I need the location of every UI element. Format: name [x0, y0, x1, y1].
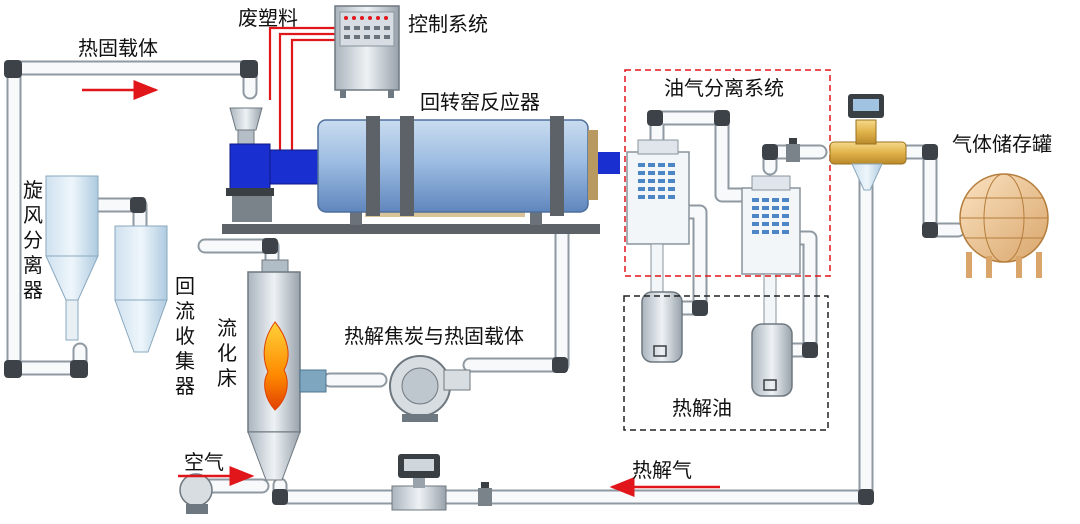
label-waste-plastic: 废塑料	[238, 6, 298, 30]
air-blower	[179, 473, 213, 514]
label-fluidized-bed: 流化床	[217, 316, 237, 390]
control-wires	[268, 26, 335, 150]
pyrolysis-oil-box	[623, 295, 829, 431]
label-pyrolysis-oil: 热解油	[672, 396, 732, 420]
label-heat-carrier: 热固载体	[78, 36, 158, 60]
rotary-kiln	[222, 107, 620, 234]
fluidized-bed	[247, 259, 327, 481]
flame-icon	[263, 321, 289, 411]
gas-storage-tank	[959, 173, 1049, 278]
gas-meter	[829, 94, 907, 191]
label-rotary-kiln: 回转窑反应器	[420, 90, 540, 114]
label-char-and-carrier: 热解焦炭与热固载体	[344, 324, 524, 348]
oil-gas-separation-box	[624, 69, 831, 277]
label-pyrolysis-gas: 热解气	[632, 458, 692, 482]
cyclone-separator	[45, 175, 99, 341]
pipe-network	[4, 60, 966, 505]
label-return-collector: 回流收集器	[175, 274, 195, 398]
label-oil-gas-separation: 油气分离系统	[664, 76, 784, 100]
label-air: 空气	[184, 450, 224, 474]
pyrolysis-oil-tanks	[641, 291, 793, 397]
return-collector	[114, 225, 168, 353]
label-gas-storage: 气体储存罐	[952, 132, 1052, 156]
char-pump	[389, 355, 471, 422]
label-control-system: 控制系统	[408, 12, 488, 36]
flow-meter	[391, 454, 492, 511]
label-cyclone: 旋风分离器	[23, 178, 43, 302]
control-cabinet	[334, 5, 400, 98]
oil-gas-separation-unit	[626, 138, 801, 325]
